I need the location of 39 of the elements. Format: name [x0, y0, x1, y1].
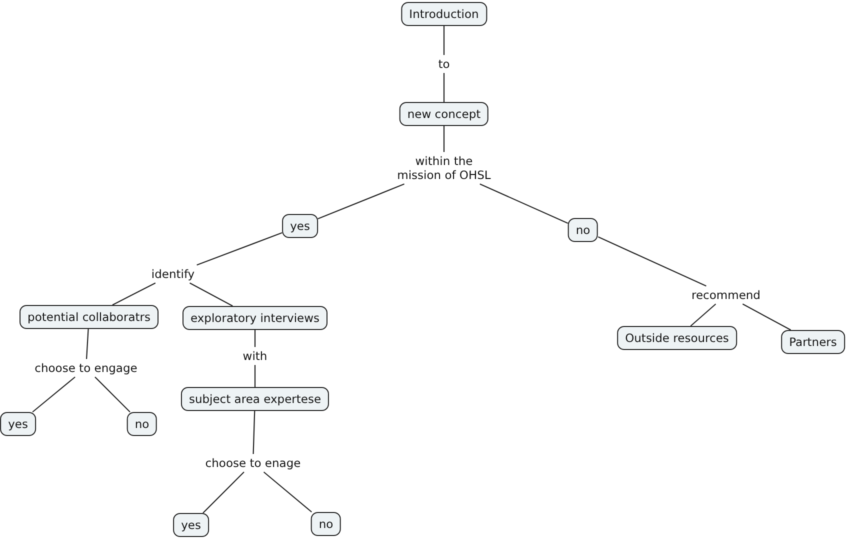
connector-line	[263, 472, 312, 512]
connector-line	[690, 304, 716, 326]
concept-box: Introduction	[401, 2, 487, 26]
concept-box: subject area expertese	[180, 387, 330, 411]
concept-box: Outside resources	[617, 326, 737, 350]
concept-box: exploratory interviews	[182, 306, 328, 330]
connector-line	[443, 126, 445, 152]
concept-box: no	[310, 512, 342, 536]
concept-box: yes	[173, 513, 209, 537]
connector-line	[254, 330, 256, 347]
linking-phrase: to	[437, 57, 451, 71]
connector-line	[196, 232, 282, 266]
linking-phrase: identify	[150, 267, 196, 281]
linking-phrase: choose to engage	[34, 361, 138, 375]
connector-line	[318, 183, 404, 220]
connector-line	[32, 376, 76, 412]
linking-phrase: within the mission of OHSL	[396, 154, 492, 182]
connector-line	[202, 472, 244, 514]
concept-box: yes	[0, 412, 36, 436]
concept-box: no	[126, 412, 158, 436]
connector-line	[443, 73, 445, 102]
concept-box: Partners	[781, 330, 845, 354]
concept-box: new concept	[399, 102, 489, 126]
concept-box: no	[568, 218, 598, 242]
concept-box: yes	[282, 214, 318, 238]
connector-line	[190, 282, 233, 306]
linking-phrase: with	[242, 349, 268, 363]
linking-phrase: choose to enage	[204, 456, 302, 470]
connector-line	[252, 410, 256, 454]
linking-phrase: recommend	[690, 288, 762, 302]
connector-line	[86, 328, 89, 360]
connector-line	[480, 184, 568, 224]
connector-line	[598, 236, 706, 286]
connector-line	[443, 26, 445, 55]
connector-line	[94, 376, 130, 412]
connector-line	[742, 304, 792, 330]
connector-line	[112, 282, 156, 306]
connector-line	[254, 365, 256, 387]
concept-box: potential collaboratrs	[20, 305, 158, 329]
